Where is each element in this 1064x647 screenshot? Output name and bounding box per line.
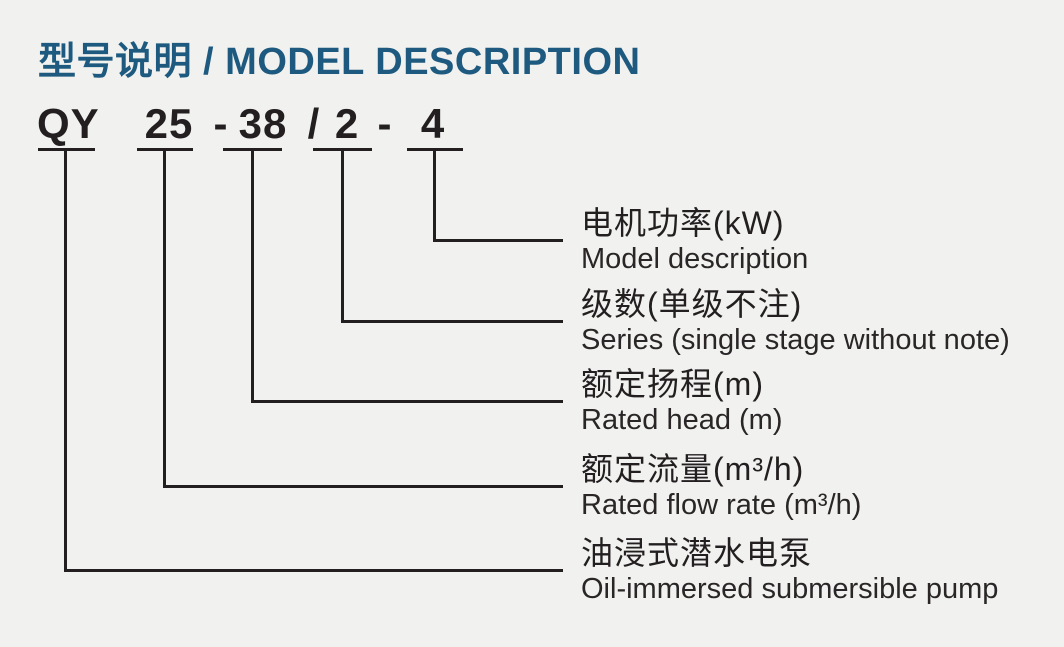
label-rated-head-en: Rated head (m): [581, 404, 783, 436]
underline-stages: [313, 148, 372, 151]
underline-flow: [137, 148, 193, 151]
underline-head: [223, 148, 282, 151]
underline-qy: [38, 148, 95, 151]
code-segment-qy: QY: [37, 100, 100, 147]
code-segment-stages: 2: [334, 100, 360, 147]
label-series: 级数(单级不注) Series (single stage without no…: [581, 287, 1059, 358]
label-rated-flow-zh: 额定流量(m³/h): [581, 451, 805, 487]
label-motor-power-en: Model description: [581, 243, 809, 275]
code-segment-head: 38: [238, 100, 288, 147]
leader-line-qy: [64, 150, 563, 572]
underline-power: [407, 148, 463, 151]
code-separator-dash-1: -: [213, 100, 229, 147]
code-separator-dash-2: -: [377, 100, 393, 147]
label-pump-type: 油浸式潜水电泵 Oil-immersed submersible pump: [581, 536, 1059, 607]
label-pump-type-en: Oil-immersed submersible pump: [581, 573, 999, 605]
leader-line-flow: [163, 150, 563, 488]
label-rated-flow: 额定流量(m³/h) Rated flow rate (m³/h): [581, 452, 1059, 523]
code-segment-flow: 25: [144, 100, 194, 147]
label-rated-head-zh: 额定扬程(m): [581, 366, 764, 402]
label-rated-head: 额定扬程(m) Rated head (m): [581, 367, 1059, 438]
leader-line-head: [251, 150, 563, 403]
leader-line-power: [433, 150, 563, 242]
label-series-en: Series (single stage without note): [581, 324, 1010, 356]
code-separator-slash: /: [307, 100, 321, 147]
label-rated-flow-en: Rated flow rate (m³/h): [581, 489, 862, 521]
label-motor-power: 电机功率(kW) Model description: [581, 206, 1059, 277]
leader-line-stages: [341, 150, 563, 323]
code-segment-power: 4: [420, 100, 446, 147]
label-series-zh: 级数(单级不注): [581, 286, 803, 322]
label-pump-type-zh: 油浸式潜水电泵: [581, 535, 813, 571]
page-title: 型号说明 / MODEL DESCRIPTION: [38, 41, 641, 83]
label-motor-power-zh: 电机功率(kW): [581, 205, 785, 241]
